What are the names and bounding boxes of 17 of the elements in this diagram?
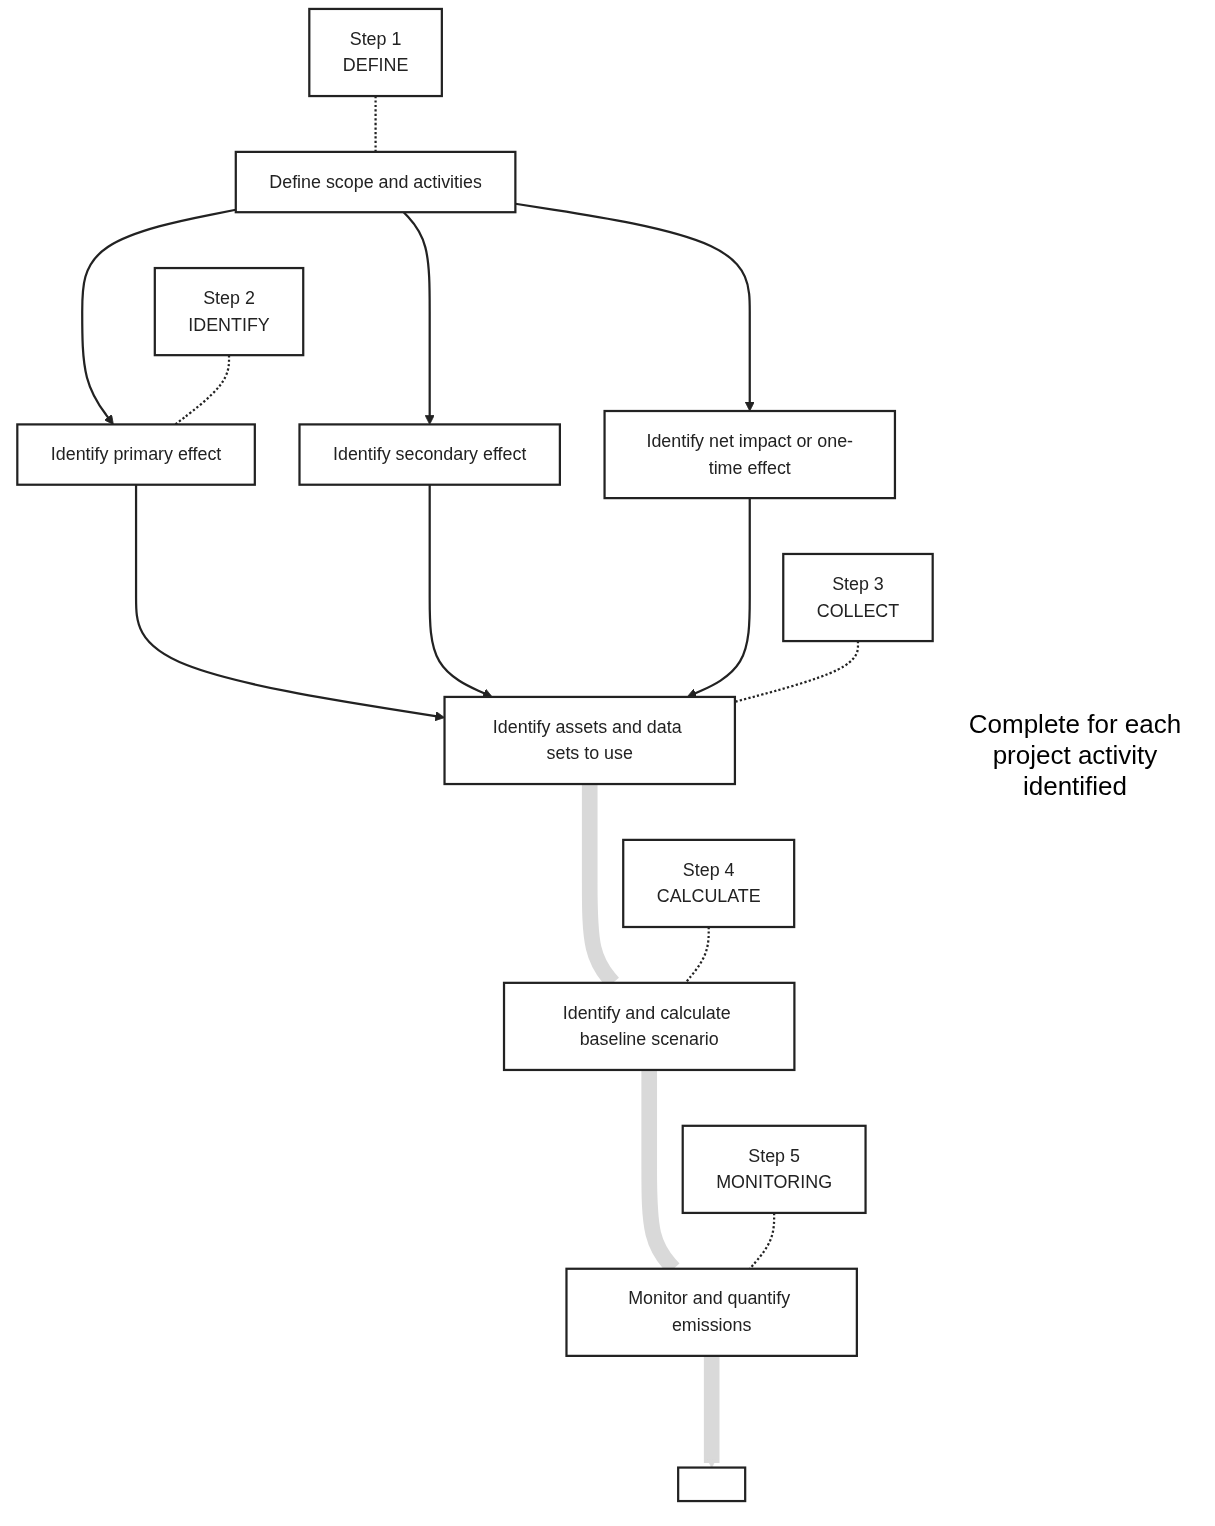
node-box: Step 3 COLLECT <box>782 552 934 643</box>
node-box: Identify net impact or one-time effect <box>603 409 897 500</box>
node-box: Step 2 IDENTIFY <box>153 266 305 357</box>
arrow <box>515 202 755 412</box>
node-box: Identify primary effect <box>16 423 256 486</box>
node-box: Step 5 MONITORING <box>681 1124 867 1215</box>
bracket-note: Complete for each project activity identified <box>967 708 1183 802</box>
node-box: Define scope and activities <box>234 150 517 214</box>
node-box: Monitor and quantify emissions <box>565 1267 858 1357</box>
node-box: Identify assets and data sets to use <box>443 695 737 786</box>
arrow <box>134 484 445 722</box>
node-box: Step 4 CALCULATE <box>622 838 796 929</box>
node-box: Identify and calculate baseline scenario <box>502 981 796 1072</box>
node-box: Step 1 DEFINE <box>308 7 443 98</box>
arrow <box>81 208 236 425</box>
node-box <box>677 1466 747 1503</box>
node-box: Identify secondary effect <box>298 423 561 486</box>
